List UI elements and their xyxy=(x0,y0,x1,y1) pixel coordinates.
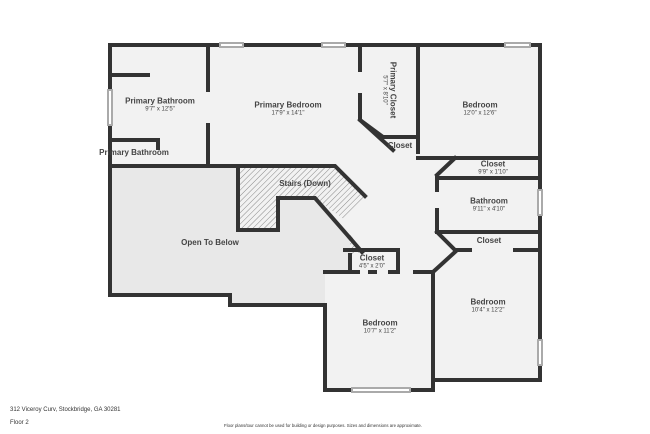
room-dims: 10'4" x 12'2" xyxy=(471,307,505,314)
room-closet-east-upper: Closet 9'9" x 1'10" xyxy=(478,160,508,177)
room-dims: 9'11" x 4'10" xyxy=(472,206,506,213)
stairs-down: Stairs (Down) xyxy=(279,179,331,189)
room-name: Closet xyxy=(476,236,502,246)
room-bedroom-se: Bedroom 10'4" x 12'2" xyxy=(470,298,505,315)
room-name: Primary Bedroom xyxy=(254,100,322,110)
room-primary-bedroom: Primary Bedroom 17'9" x 14'1" xyxy=(254,101,321,118)
room-dims: 5'7" x 8'10" xyxy=(381,75,388,105)
room-dims: 9'9" x 1'10" xyxy=(478,169,508,176)
room-name: Closet xyxy=(387,141,413,151)
room-name: Bedroom xyxy=(470,297,506,307)
room-name: Bedroom xyxy=(362,318,398,328)
floor-label: Floor 2 xyxy=(10,420,29,426)
room-dims: 4'5" x 2'0" xyxy=(358,263,386,270)
room-name: Open To Below xyxy=(181,238,239,248)
room-dims: 12'0" x 12'6" xyxy=(463,110,497,117)
windows xyxy=(107,42,543,393)
room-name: Bathroom xyxy=(470,196,508,206)
walls xyxy=(108,43,542,392)
room-name: Stairs (Down) xyxy=(279,179,331,189)
room-name: Closet xyxy=(359,253,385,263)
room-name: Primary Bathroom xyxy=(125,96,195,106)
room-bathroom: Bathroom 9'11" x 4'10" xyxy=(470,197,508,214)
room-name: Closet xyxy=(480,159,506,169)
room-name: Bedroom xyxy=(462,100,498,110)
open-to-below: Open To Below xyxy=(181,238,239,248)
address: 312 Viceroy Curv, Stockbridge, GA 30281 xyxy=(10,407,121,413)
room-primary-bathroom: Primary Bathroom 9'7" x 12'5" xyxy=(125,97,195,114)
disclaimer: Floor plans/tour cannot be used for buil… xyxy=(224,423,423,428)
room-bedroom-ne: Bedroom 12'0" x 12'6" xyxy=(462,101,497,118)
room-bedroom-s: Bedroom 10'7" x 11'2" xyxy=(362,319,397,336)
room-dims: 17'9" x 14'1" xyxy=(271,110,305,117)
stairs-hatch xyxy=(238,168,365,230)
room-closet-south: Closet 4'5" x 2'0" xyxy=(359,254,385,271)
room-primary-closet: Primary Closet 5'7" x 8'10" xyxy=(381,62,398,118)
room-closet-center: Closet xyxy=(388,141,412,151)
room-dims: 9'7" x 12'5" xyxy=(145,106,175,113)
open-to-below-area xyxy=(110,168,350,305)
room-name: Primary Bathroom xyxy=(99,148,169,158)
room-primary-bathroom-wc: Primary Bathroom xyxy=(99,148,169,158)
room-name: Primary Closet xyxy=(388,61,398,119)
room-dims: 10'7" x 11'2" xyxy=(363,328,397,335)
room-closet-east-lower: Closet xyxy=(477,236,501,246)
